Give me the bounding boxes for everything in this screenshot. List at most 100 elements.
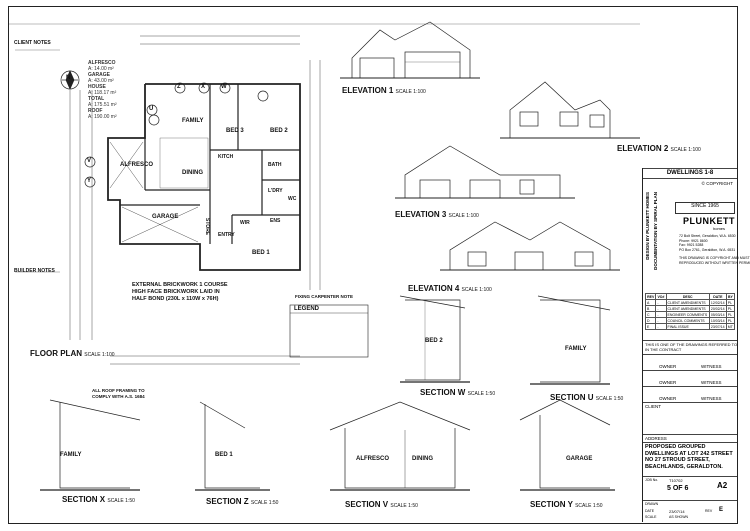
elevation-3-scale: SCALE 1:100 xyxy=(448,213,479,219)
tb-job-label: JOB No. xyxy=(645,478,659,482)
elevation-2-lines xyxy=(500,81,640,139)
tb-owner-3: OWNER xyxy=(659,396,677,401)
tb-drawn-label: DRAWN xyxy=(645,502,659,506)
section-v-title-text: SECTION V xyxy=(345,500,389,509)
grid-marker-x: X xyxy=(201,84,206,90)
room-wir: WIR xyxy=(240,220,250,226)
floor-plan-scale: SCALE 1:100 xyxy=(84,352,115,358)
tb-job-row: JOB No. T10702 5 OF 6 A2 xyxy=(643,476,737,500)
elevation-2-title: ELEVATION 2 SCALE 1:100 xyxy=(617,144,701,153)
section-w-room-bed2: BED 2 xyxy=(425,338,443,344)
elevation-1-lines xyxy=(340,21,480,79)
tb-one-of-drawings: THIS IS ONE OF THE DRAWINGS REFERRED TO … xyxy=(643,340,738,352)
room-kitch: KITCH xyxy=(218,154,234,160)
section-x-lines xyxy=(40,399,141,491)
elevation-4-scale: SCALE 1:100 xyxy=(461,287,492,293)
tb-since-badge: SINCE 1965 xyxy=(675,202,735,214)
tb-since: SINCE 1965 xyxy=(691,203,719,209)
section-v-scale: SCALE 1:50 xyxy=(390,503,418,509)
elevation-2-scale: SCALE 1:100 xyxy=(670,147,701,153)
tb-witness-1: WITNESS xyxy=(701,364,722,369)
grid-marker-z: Z xyxy=(177,84,181,90)
area-house-value: A: 118.17 m² xyxy=(88,90,117,96)
tb-address-block: 72 Bolt Street, Geraldton, W.A. 6530 Pho… xyxy=(679,234,736,252)
tb-copyright-note: THIS DRAWING IS COPYRIGHT AND MUST NOT B… xyxy=(679,256,750,265)
grid-marker-y: Y xyxy=(87,178,92,184)
tb-date-label: DATE xyxy=(645,509,655,513)
elevation-4-title: ELEVATION 4 SCALE 1:100 xyxy=(408,284,492,293)
section-v-room-dining: DINING xyxy=(412,456,433,462)
tb-rev-label: REV xyxy=(705,509,713,513)
area-schedule: ALFRESCO A: 14.00 m² GARAGE A: 43.00 m² … xyxy=(88,60,117,120)
tb-client-label: CLIENT xyxy=(645,404,662,409)
section-u-scale: SCALE 1:50 xyxy=(595,396,624,402)
room-alfresco: ALFRESCO xyxy=(120,162,153,168)
section-w-lines xyxy=(399,295,470,383)
section-x-scale: SCALE 1:50 xyxy=(107,498,135,504)
room-dining: DINING xyxy=(182,170,203,176)
tb-dwellings: DWELLINGS 1-8 xyxy=(643,168,737,178)
elevation-4-title-text: ELEVATION 4 xyxy=(408,284,460,293)
section-v-lines xyxy=(329,401,471,491)
room-store: STORE xyxy=(204,218,210,236)
area-house-label: HOUSE xyxy=(88,84,106,90)
section-x-title: SECTION X SCALE 1:50 xyxy=(62,495,135,504)
section-z-title-text: SECTION Z xyxy=(206,497,249,506)
rev-cell: MT xyxy=(725,323,736,330)
fixing-note-heading: FIXING CARPENTER NOTE xyxy=(295,294,354,299)
area-roof-label: ROOF xyxy=(88,108,103,114)
area-alfresco-value: A: 14.00 m² xyxy=(88,66,114,72)
floor-plan-title: FLOOR PLAN SCALE 1:100 xyxy=(30,349,115,358)
elevation-1-scale: SCALE 1:100 xyxy=(395,89,426,95)
brickwork-note: EXTERNAL BRICKWORK 1 COURSE HIGH FACE BR… xyxy=(132,282,228,302)
tb-signature-row-2: OWNER WITNESS xyxy=(643,370,737,386)
tb-owner-1: OWNER xyxy=(659,364,677,369)
client-notes-heading: CLIENT NOTES xyxy=(14,40,51,46)
title-block: DWELLINGS 1-8 © COPYRIGHT DESIGN BY PLUN… xyxy=(642,168,750,522)
tb-scale: AS SHOWN xyxy=(669,515,689,519)
compass-north: N xyxy=(66,75,71,81)
tb-copyright-row: © COPYRIGHT xyxy=(643,178,737,188)
grid-marker-v: V xyxy=(87,158,92,164)
area-roof-value: A: 190.00 m² xyxy=(88,114,117,120)
room-bath: BATH xyxy=(268,162,282,168)
section-y-scale: SCALE 1:50 xyxy=(575,503,603,509)
rev-cell: E xyxy=(644,323,657,330)
room-ldry: L'DRY xyxy=(268,188,283,194)
section-y-title-text: SECTION Y xyxy=(530,500,573,509)
elevation-3-title: ELEVATION 3 SCALE 1:100 xyxy=(395,210,479,219)
tb-client-row: CLIENT xyxy=(643,402,737,434)
area-total-value: A: 175.51 m² xyxy=(88,102,117,108)
section-z-lines xyxy=(195,401,270,491)
sheet-border xyxy=(8,6,738,524)
tb-brand: PLUNKETT xyxy=(683,216,735,226)
tb-sheet-size: A2 xyxy=(717,481,728,490)
section-w-scale: SCALE 1:50 xyxy=(467,391,496,397)
section-y-room-garage: GARAGE xyxy=(566,456,593,462)
builder-notes-heading: BUILDER NOTES xyxy=(14,268,55,274)
room-wc: WC xyxy=(288,196,297,202)
section-u-lines xyxy=(530,295,611,385)
tb-address-label: ADDRESS xyxy=(643,434,737,442)
tb-copyright: © COPYRIGHT xyxy=(701,181,733,186)
tb-signature-row-3: OWNER WITNESS xyxy=(643,386,737,402)
section-u-title-text: SECTION U xyxy=(550,393,594,402)
tb-dwellings-text: DWELLINGS 1-8 xyxy=(666,170,714,176)
grid-marker-u: U xyxy=(149,106,154,112)
section-x-room-family: FAMILY xyxy=(60,452,82,458)
tb-date: 23/07/14 xyxy=(669,509,685,514)
section-z-room-bed1: BED 1 xyxy=(215,452,233,458)
room-bed1: BED 1 xyxy=(252,250,270,256)
section-z-title: SECTION Z SCALE 1:50 xyxy=(206,497,278,506)
floor-plan-walls xyxy=(107,83,301,271)
revision-table: REV VO# DESC DATE BY A-CLIENT AMENDMENTS… xyxy=(644,293,736,330)
elevation-1-title-text: ELEVATION 1 xyxy=(342,86,394,95)
tb-scale-label: SCALE xyxy=(645,515,657,519)
rev-cell: FINAL ISSUE xyxy=(665,323,710,330)
tb-signature-row-1: OWNER WITNESS xyxy=(643,354,737,370)
area-garage-label: GARAGE xyxy=(88,72,110,78)
section-w-title-text: SECTION W xyxy=(420,388,466,397)
